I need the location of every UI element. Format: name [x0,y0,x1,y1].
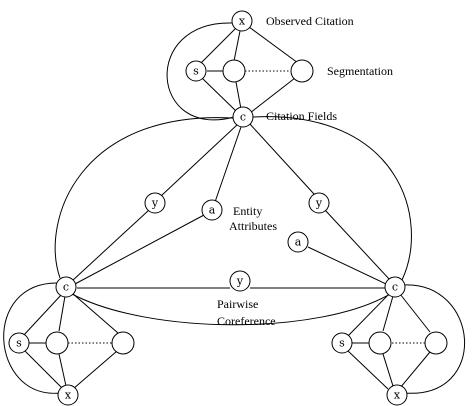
label-attributes: Attributes [229,219,277,233]
node-top-s: s [185,60,207,82]
edge-bl-s-x [23,349,63,389]
node-y-left-label: y [151,197,159,210]
edge-ctop-yleft [160,123,239,197]
node-br-x: x [386,384,408,406]
label-observed-citation: Observed Citation [266,14,354,28]
node-top-x: x [231,10,253,32]
node-top-c: c [232,106,254,128]
node-br-s-label: s [339,337,345,350]
label-pairwise: Pairwise [217,297,258,311]
edge-ctop-yright [248,122,315,195]
edge-bl-c-seg2 [71,292,119,334]
edge-cleft-cright-arc [71,293,391,326]
edge-br-c-seg2 [399,293,431,333]
edge-bl-seg2-x [72,350,118,390]
node-br-c-label: c [392,281,398,294]
edge-top-seg1-c [235,81,242,110]
node-top-seg1 [222,59,246,83]
node-top-s-label: s [193,65,199,78]
node-top-c-label: c [240,111,246,124]
edge-bl-c-x-loop [3,282,61,394]
node-a-right: a [287,231,309,253]
node-bl-seg1 [45,331,69,355]
node-bl-c: c [55,276,77,298]
edge-top-x-seg1 [233,30,241,62]
node-bl-s-label: s [16,337,22,350]
edge-top-x-seg2 [248,26,299,64]
edge-yright-cright [324,209,391,281]
node-y-right: y [308,192,330,214]
node-a-middle: a [201,199,223,221]
node-top-seg2 [290,59,314,83]
edge-top-seg2-c [249,77,296,114]
node-y-center: y [229,270,251,292]
edge-ctop-amid [214,126,242,203]
annotations: Observed Citation Segmentation Citation … [217,14,393,328]
edge-bl-c-seg1 [58,295,66,332]
edge-br-c-x-loop [401,284,466,394]
node-y-right-label: y [315,197,323,210]
top-cluster-nodes: x s c [185,10,314,128]
edge-amid-cleft [74,214,205,285]
node-bl-seg2 [111,331,135,355]
node-y-center-label: y [236,275,244,288]
node-top-x-label: x [239,15,246,28]
edge-top-x-s [199,25,239,65]
node-br-x-label: x [394,389,401,402]
edge-ctop-cleft-arc [54,117,234,279]
node-bl-x: x [57,384,79,406]
edge-br-seg2-x [399,351,431,389]
edge-br-c-s [346,293,390,338]
bottom-left-cluster-nodes: c s x [8,276,135,406]
edge-top-s-c [201,77,238,113]
edge-ctop-cright-arc [252,116,412,281]
node-bl-s: s [8,332,30,354]
edge-top-x-c-loop [166,22,235,121]
main-edges [54,116,412,326]
node-br-seg2 [424,331,448,355]
edge-bl-c-s [22,293,63,337]
top-cluster-edges [166,22,299,121]
edge-aright-cright [307,246,387,285]
edge-br-c-seg1 [382,295,394,332]
node-a-middle-label: a [209,204,216,217]
label-segmentation: Segmentation [327,64,393,78]
node-y-left: y [144,192,166,214]
label-coreference: Coreference [217,314,276,328]
node-bl-c-label: c [63,281,69,294]
middle-nodes: y a y a y [144,192,330,292]
node-br-s: s [331,332,353,354]
edge-br-s-x [346,349,389,390]
label-citation-fields: Citation Fields [266,109,337,123]
bottom-right-cluster-nodes: c s x [331,276,448,406]
node-bl-x-label: x [65,389,72,402]
node-br-c: c [384,276,406,298]
bottom-right-cluster-edges [346,284,466,394]
bottom-left-cluster-edges [3,282,119,394]
edge-bl-seg1-x [58,353,67,387]
node-a-right-label: a [295,236,302,249]
edge-br-seg1-x [382,353,394,387]
label-entity: Entity [233,204,262,218]
node-br-seg1 [368,331,392,355]
edge-yleft-cleft [71,209,150,282]
